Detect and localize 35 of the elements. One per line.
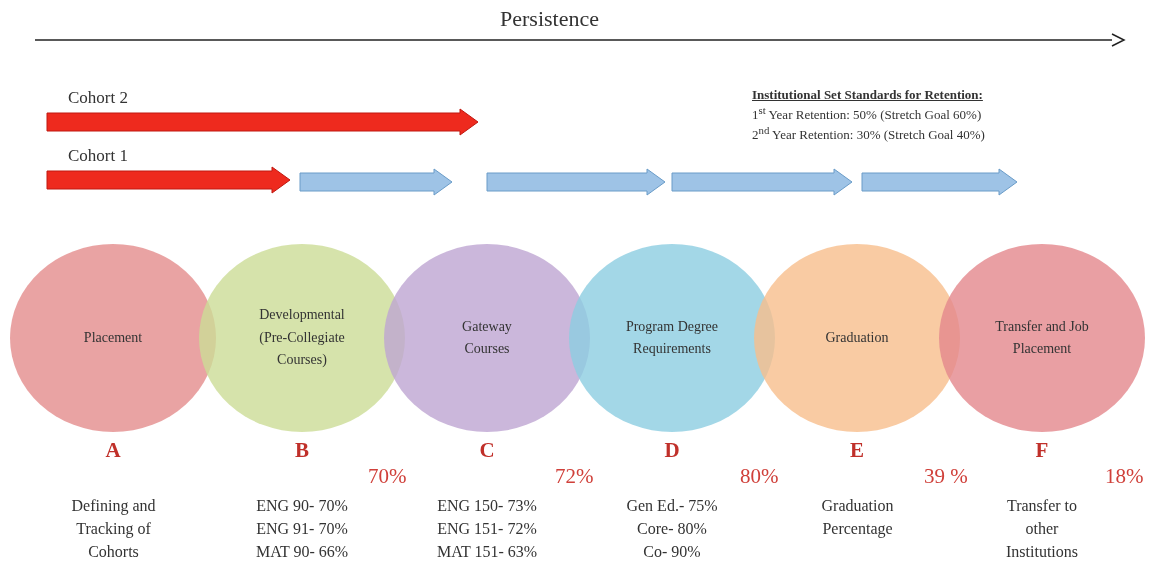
cohort-label: Cohort 2 [68,88,128,108]
stage-note: MAT 151- 63% [435,542,539,562]
heading: Institutional Set Standards for Retention: [752,87,983,103]
note-text: 2$^{nd}$ Year Retention: 30% (Stretch Goal 40%) [752,124,985,144]
stage-note: MAT 90- 66% [254,542,350,562]
percentage-label: 70% [368,464,407,489]
axis-title: Persistence [500,6,599,32]
stage-letter: D [663,438,681,463]
note-text: 1$^{st}$ Year Retention: 50% (Stretch Goal 60%) [752,104,982,124]
stage-title: Graduation [825,328,889,347]
stage-title: Placement [83,328,143,347]
stage-letter: A [104,438,122,463]
stage-note: Transfer to other Institutions [1005,496,1079,562]
percentage-label: 18% [1105,464,1144,489]
stage-note: Graduation Percentage [820,496,895,540]
stage-title: Program Degree Requirements [624,317,720,358]
stage-note: ENG 151- 72% [436,519,538,539]
stage-note: Core- 80% [636,519,708,539]
stage-title: Developmental (Pre-Collegiate Courses) [258,306,346,370]
percentage-label: 80% [740,464,779,489]
cohort-label: Cohort 1 [68,146,128,166]
stage-note: Co- 90% [642,542,702,562]
stage-note: ENG 150- 73% [436,496,538,516]
percentage-label: 72% [555,464,594,489]
percentage-label: 39 % [924,464,968,489]
stage-title: Gateway Courses [461,317,513,358]
stage-note: Gen Ed.- 75% [625,496,719,516]
stage-note: ENG 90- 70% [255,496,349,516]
stage-note: ENG 91- 70% [255,519,349,539]
stage-letter: B [294,438,310,463]
stage-letter: F [1034,438,1050,463]
stage-title: Transfer and Job Placement [994,317,1090,358]
stage-letter: C [478,438,496,463]
stage-note: Defining and Tracking of Cohorts [70,496,157,562]
stage-letter: E [849,438,865,463]
